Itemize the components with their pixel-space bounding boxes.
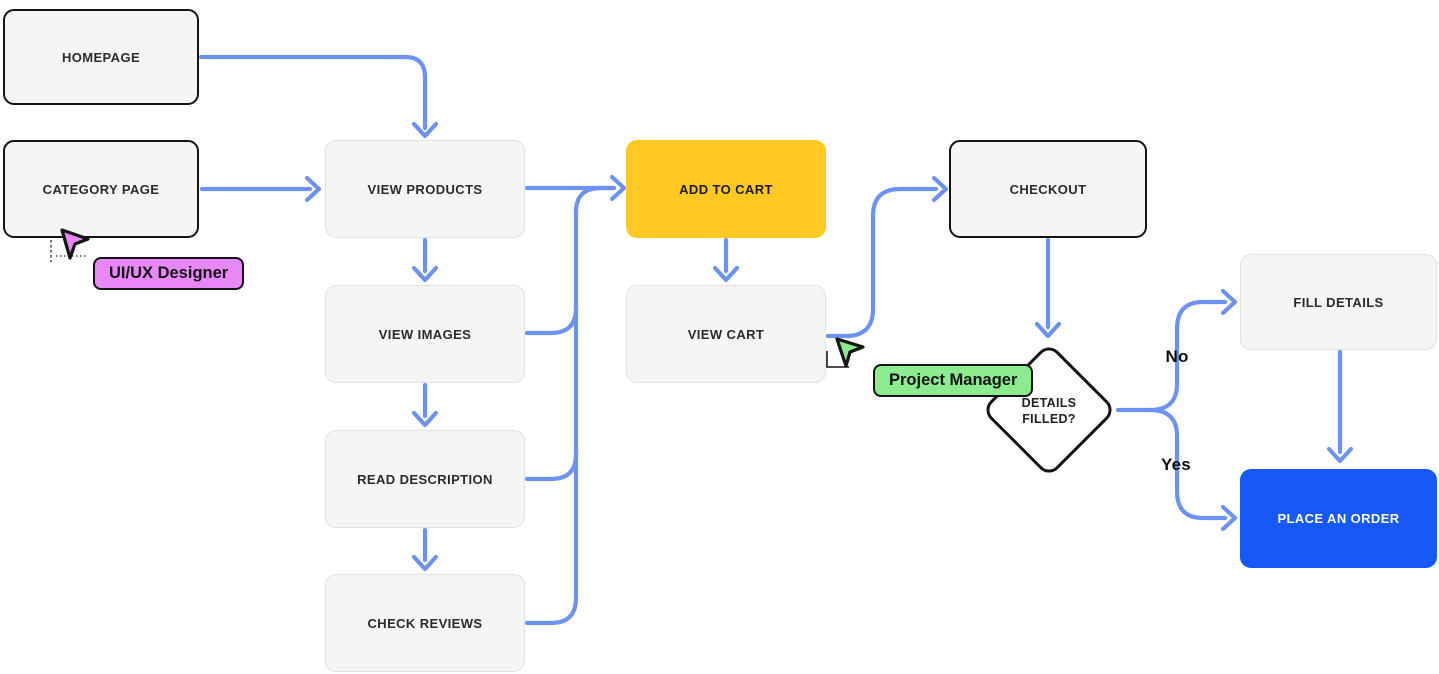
node-homepage[interactable]: HOMEPAGE	[3, 9, 199, 105]
cursor-name: UI/UX Designer	[109, 264, 229, 282]
edge-view-images-bus	[524, 305, 579, 336]
pink-cursor-icon	[60, 228, 90, 260]
node-check-reviews[interactable]: CHECK REVIEWS	[325, 574, 525, 672]
arrowhead-icon	[411, 121, 439, 139]
decision-line2: FILLED?	[1022, 412, 1076, 426]
cursor-name: Project Manager	[889, 371, 1018, 389]
node-view-products[interactable]: VIEW PRODUCTS	[325, 140, 525, 238]
edge-no-fill-details	[1147, 299, 1228, 413]
node-label: VIEW IMAGES	[378, 326, 472, 342]
node-add-to-cart[interactable]: ADD TO CART	[626, 140, 826, 238]
selection-mark	[826, 351, 849, 368]
node-label: CHECKOUT	[1009, 181, 1087, 197]
edge-check-reviews-bus	[524, 185, 615, 626]
node-fill-details[interactable]: FILL DETAILS	[1240, 254, 1437, 350]
node-view-images[interactable]: VIEW IMAGES	[325, 285, 525, 383]
arrowhead-icon	[609, 174, 627, 202]
node-label: READ DESCRIPTION	[357, 471, 493, 487]
node-label: PLACE AN ORDER	[1277, 511, 1400, 526]
node-read-description[interactable]: READ DESCRIPTION	[325, 430, 525, 528]
node-label: ADD TO CART	[679, 181, 773, 197]
green-cursor-icon	[835, 337, 865, 368]
edge-yes-place-order	[1147, 407, 1228, 521]
branch-label-no: No	[1165, 347, 1189, 366]
branch-label-yes: Yes	[1161, 455, 1191, 474]
cursor-label-project-manager: Project Manager	[873, 364, 1034, 397]
node-label: HOMEPAGE	[61, 49, 141, 65]
node-label: CHECK REVIEWS	[367, 615, 483, 631]
arrowhead-icon	[931, 175, 949, 203]
node-label: VIEW CART	[687, 326, 765, 342]
arrowhead-icon	[712, 265, 740, 283]
decision-label: DETAILS FILLED?	[989, 395, 1109, 427]
node-label: FILL DETAILS	[1293, 294, 1384, 310]
edge-read-description-bus	[524, 451, 579, 482]
node-label: VIEW PRODUCTS	[367, 181, 483, 197]
arrowhead-icon	[304, 175, 322, 203]
arrowhead-icon	[1326, 446, 1354, 464]
node-checkout[interactable]: CHECKOUT	[949, 140, 1147, 238]
arrowhead-icon	[1220, 288, 1238, 316]
decision-line1: DETAILS	[1021, 396, 1077, 410]
node-view-cart[interactable]: VIEW CART	[626, 285, 826, 383]
node-label: CATEGORY PAGE	[42, 181, 160, 197]
node-place-an-order[interactable]: PLACE AN ORDER	[1240, 469, 1437, 568]
edge-view-cart-checkout	[825, 186, 939, 339]
edge-homepage-view-products	[198, 54, 428, 131]
node-category-page[interactable]: CATEGORY PAGE	[3, 140, 199, 238]
arrowhead-icon	[1220, 504, 1238, 532]
arrowhead-icon	[411, 410, 439, 428]
arrowhead-icon	[1034, 321, 1062, 339]
arrowhead-icon	[411, 554, 439, 572]
arrowhead-icon	[411, 265, 439, 283]
cursor-label-uiux-designer: UI/UX Designer	[93, 257, 245, 290]
